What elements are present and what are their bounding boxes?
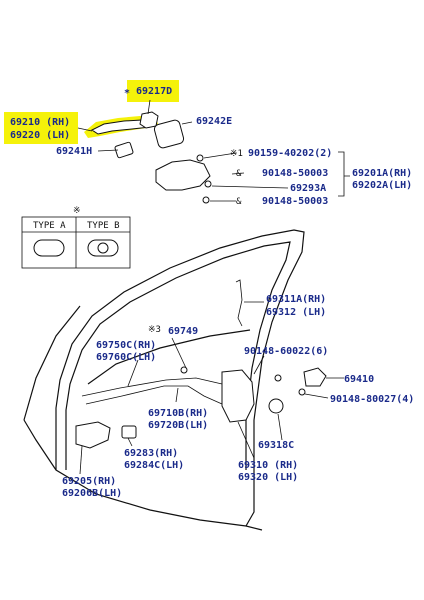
label-69206B: 69206B(LH) [62, 488, 122, 499]
bracket-69201A [338, 151, 350, 197]
leader-69750C [127, 359, 139, 387]
handle-pad-69242E [153, 119, 185, 149]
label-69312: 69312 (LH) [266, 307, 326, 318]
type-a-icon [33, 239, 65, 257]
handle-frame-part [155, 159, 211, 191]
door-front-edge [23, 305, 81, 421]
bolt-90148-80027 [298, 388, 306, 396]
cover-69318C [268, 398, 284, 414]
label-69202A: 69202A(LH) [352, 180, 412, 191]
label-69310: 69310 (RH) [238, 460, 298, 471]
leader-90148-80027 [304, 393, 329, 399]
type-b-header: TYPE B [87, 221, 120, 231]
inside-handle-69205 [75, 421, 111, 449]
frame-bolt-1 [196, 154, 204, 162]
cable-69710B [85, 385, 223, 405]
mark-69749: ※3 [148, 325, 161, 335]
highlight-69217D [127, 80, 179, 102]
label-69710B: 69710B(RH) [148, 408, 208, 419]
cable-69750C [81, 377, 223, 397]
type-a-header: TYPE A [33, 221, 66, 231]
door-outline [55, 229, 305, 527]
leader-90148a [231, 172, 245, 175]
label-69720B: 69720B(LH) [148, 420, 208, 431]
door-lock-part [221, 369, 255, 423]
label-69293A: 69293A [290, 183, 326, 194]
leader-90159 [203, 152, 237, 159]
label-69318C: 69318C [258, 440, 294, 451]
label-69320: 69320 (LH) [238, 472, 298, 483]
label-69410: 69410 [344, 374, 374, 385]
leader-69242E [181, 121, 193, 125]
mark-90148b: & [236, 197, 242, 207]
label-69760C: 69760C(LH) [96, 352, 156, 363]
mark-90148a: & [236, 169, 242, 179]
mark-90159: ※1 [230, 149, 243, 159]
pad-69241H [114, 141, 134, 159]
leader-69318C [277, 413, 283, 441]
leader-69217D [147, 99, 151, 115]
label-90148-60022: 90148-60022(6) [244, 346, 328, 357]
label-69220: 69220 (LH) [10, 130, 70, 141]
leader-69293A [211, 185, 289, 189]
frame-bolt-3 [202, 196, 210, 204]
leader-69749 [171, 337, 187, 369]
label-90148-80027: 90148-80027(4) [330, 394, 414, 405]
leader-69310 [237, 421, 255, 459]
type-table-star: ※ [73, 206, 81, 216]
bezel-69283 [121, 425, 137, 439]
label-69749: 69749 [168, 326, 198, 337]
clip-69749 [180, 366, 188, 374]
label-69750C: 69750C(RH) [96, 340, 156, 351]
leader-69205 [79, 445, 83, 475]
highlight-69210-69220 [4, 112, 78, 144]
label-69283: 69283(RH) [124, 448, 178, 459]
label-69205: 69205(RH) [62, 476, 116, 487]
label-69311A: 69311A(RH) [266, 294, 326, 305]
leader-69241H [97, 149, 119, 152]
lock-rod [235, 279, 243, 327]
label-69217D: 69217D [136, 86, 172, 97]
type-b-keyhole-icon [97, 242, 109, 254]
label-69241H: 69241H [56, 146, 92, 157]
frame-bolt-2 [204, 180, 212, 188]
striker-69410 [303, 367, 327, 387]
bolt-90148-60022 [274, 374, 282, 382]
handle-cover-part [139, 111, 159, 129]
label-69210: 69210 (RH) [10, 117, 70, 128]
door-bottom [23, 419, 263, 531]
leader-69210 [77, 127, 93, 132]
label-69201A: 69201A(RH) [352, 168, 412, 179]
label-90159: 90159-40202(2) [248, 148, 332, 159]
label-90148a: 90148-50003 [262, 168, 328, 179]
label-69284C: 69284C(LH) [124, 460, 184, 471]
leader-69283 [127, 437, 133, 447]
door-window-line [87, 329, 251, 385]
leader-90148-60022 [253, 355, 265, 375]
door-inner-outline [65, 241, 291, 470]
star-mark: * [124, 88, 130, 99]
leader-69710B [175, 387, 179, 403]
label-90148b: 90148-50003 [262, 196, 328, 207]
label-69242E: 69242E [196, 116, 232, 127]
